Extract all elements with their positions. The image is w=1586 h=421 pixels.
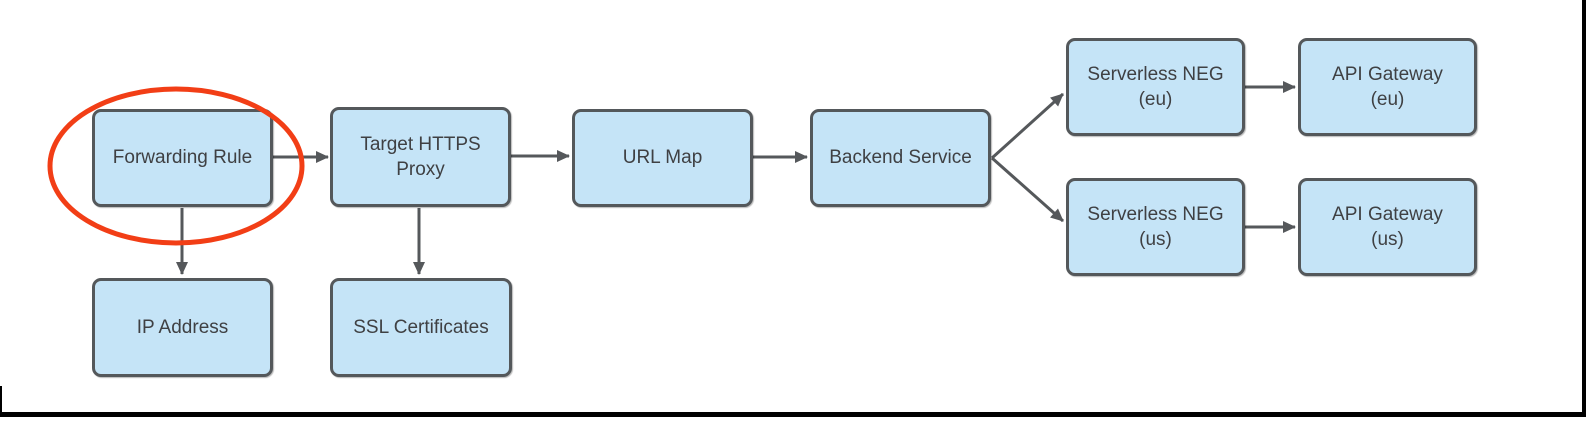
node-api-gateway-eu: API Gateway (eu): [1298, 38, 1477, 136]
node-ssl-certificates: SSL Certificates: [330, 278, 512, 377]
node-target-https-proxy: Target HTTPS Proxy: [330, 107, 511, 207]
frame-bottom-edge: [0, 412, 1586, 417]
edge-backend-to-neg-eu: [990, 92, 1065, 160]
node-backend-service: Backend Service: [810, 109, 991, 207]
frame-right-edge: [1582, 0, 1586, 417]
edge-backend-to-neg-us: [991, 156, 1064, 223]
node-serverless-neg-eu: Serverless NEG (eu): [1066, 38, 1245, 136]
node-serverless-neg-us: Serverless NEG (us): [1066, 178, 1245, 276]
node-api-gateway-us: API Gateway (us): [1298, 178, 1477, 276]
node-ip-address: IP Address: [92, 278, 273, 377]
node-url-map: URL Map: [572, 109, 753, 207]
node-forwarding-rule: Forwarding Rule: [92, 109, 273, 207]
frame-left-edge: [0, 386, 2, 412]
